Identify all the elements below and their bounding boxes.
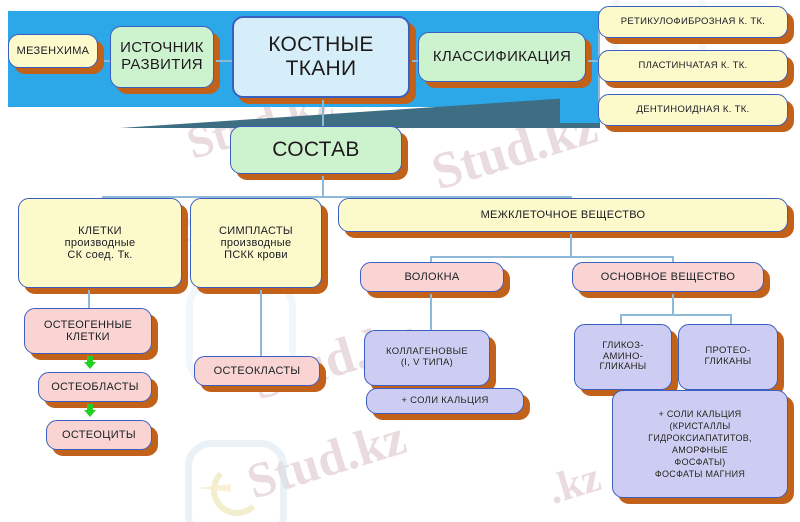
node-calcium-salts[interactable]: + СОЛИ КАЛЬЦИЯ	[366, 388, 524, 414]
node-intercellular-substance[interactable]: МЕЖКЛЕТОЧНОЕ ВЕЩЕСТВО	[338, 198, 788, 232]
node-classification[interactable]: КЛАССИФИКАЦИЯ	[418, 32, 586, 82]
node-label-line3: СК соед. Тк.	[67, 249, 133, 262]
connector	[430, 256, 672, 258]
connector	[102, 196, 572, 198]
connector	[216, 60, 238, 62]
node-composition[interactable]: СОСТАВ	[230, 126, 402, 174]
node-label: ОСТЕОБЛАСТЫ	[51, 380, 139, 393]
node-fibers[interactable]: ВОЛОКНА	[360, 262, 504, 292]
node-type-reticulofibrous[interactable]: РЕТИКУЛОФИБРОЗНАЯ К. ТК.	[598, 6, 788, 38]
node-osteocytes[interactable]: ОСТЕОЦИТЫ	[46, 420, 152, 450]
node-cells[interactable]: КЛЕТКИ производные СК соед. Тк.	[18, 198, 182, 288]
node-glycosaminoglycans[interactable]: ГЛИКОЗ- АМИНО- ГЛИКАНЫ	[574, 324, 672, 390]
node-symplasts[interactable]: СИМПЛАСТЫ производные ПСКК крови	[190, 198, 322, 288]
node-proteoglycans[interactable]: ПРОТЕО- ГЛИКАНЫ	[678, 324, 778, 390]
node-bone-tissues-root[interactable]: КОСТНЫЕ ТКАНИ	[232, 16, 410, 98]
node-label-line1: КОСТНЫЕ	[268, 33, 374, 57]
node-type-dentinoid[interactable]: ДЕНТИНОИДНАЯ К. ТК.	[598, 94, 788, 126]
watermark-logo-icon	[185, 440, 287, 522]
node-label-line1: ИСТОЧНИК	[120, 39, 204, 57]
node-label: КЛАССИФИКАЦИЯ	[432, 47, 572, 65]
node-label: ДЕНТИНОИДНАЯ К. ТК.	[636, 103, 750, 115]
node-label: ОСТЕОЦИТЫ	[62, 428, 136, 441]
connector	[260, 290, 262, 362]
connector	[322, 176, 324, 196]
node-label-line2: АМИНО-	[602, 350, 644, 362]
node-osteoclasts[interactable]: ОСТЕОКЛАСТЫ	[194, 356, 320, 386]
node-label: СОСТАВ	[272, 138, 360, 162]
watermark-text: .kz	[542, 454, 607, 514]
node-osteogenic-cells[interactable]: ОСТЕОГЕННЫЕ КЛЕТКИ	[24, 308, 152, 354]
node-label: МЕЖКЛЕТОЧНОЕ ВЕЩЕСТВО	[480, 208, 646, 221]
node-label-line1: СИМПЛАСТЫ	[219, 224, 293, 237]
node-label-line2: ТКАНИ	[285, 57, 357, 80]
node-label-line3: ГИДРОКСИАПАТИТОВ,	[648, 432, 752, 443]
node-mesenchyme[interactable]: МЕЗЕНХИМА	[8, 34, 98, 68]
node-label: + СОЛИ КАЛЬЦИЯ	[401, 394, 489, 406]
node-collagen-fibers[interactable]: КОЛЛАГЕНОВЫЕ (I, V ТИПА)	[364, 330, 490, 386]
connector	[322, 100, 324, 126]
node-label-line2: РАЗВИТИЯ	[121, 56, 203, 73]
node-label-line2: (I, V ТИПА)	[400, 357, 454, 368]
node-label-line2: КЛЕТКИ	[66, 331, 110, 343]
node-label-line2: (КРИСТАЛЛЫ	[669, 420, 731, 431]
node-label-line1: ОСТЕОГЕННЫЕ	[43, 318, 133, 331]
down-arrow-icon	[84, 404, 96, 418]
node-label-line3: ПСКК крови	[224, 249, 288, 262]
node-label-line1: КЛЕТКИ	[78, 224, 122, 237]
node-label-line1: + СОЛИ КАЛЬЦИЯ	[658, 408, 742, 419]
node-label: РЕТИКУЛОФИБРОЗНАЯ К. ТК.	[620, 15, 766, 27]
watermark-bird-icon	[197, 462, 263, 516]
node-label-line5: ФОСФАТЫ)	[674, 457, 726, 468]
watermark-text: Stud.kz	[240, 408, 413, 510]
node-source-of-development[interactable]: ИСТОЧНИК РАЗВИТИЯ	[110, 26, 214, 88]
node-label: ПЛАСТИНЧАТАЯ К. ТК.	[638, 59, 748, 71]
down-arrow-icon	[84, 356, 96, 370]
node-label-line1: КОЛЛАГЕНОВЫЕ	[386, 346, 468, 358]
connector	[672, 294, 674, 314]
node-label: ОСНОВНОЕ ВЕЩЕСТВО	[600, 270, 736, 283]
node-label-line3: ГЛИКАНЫ	[599, 361, 647, 373]
node-mineral-salts[interactable]: + СОЛИ КАЛЬЦИЯ (КРИСТАЛЛЫ ГИДРОКСИАПАТИТ…	[612, 390, 788, 498]
node-label-line2: производные	[220, 236, 292, 249]
node-osteoblasts[interactable]: ОСТЕОБЛАСТЫ	[38, 372, 152, 402]
connector	[88, 290, 90, 314]
node-ground-substance[interactable]: ОСНОВНОЕ ВЕЩЕСТВО	[572, 262, 764, 292]
node-label-line2: производные	[64, 236, 136, 249]
node-label: ОСТЕОКЛАСТЫ	[213, 364, 301, 377]
connector	[430, 294, 432, 336]
connector	[570, 234, 572, 256]
node-label-line1: ПРОТЕО-	[705, 345, 751, 357]
connector	[588, 60, 600, 62]
node-label: ВОЛОКНА	[404, 270, 460, 283]
connector	[620, 314, 730, 316]
node-label-line6: ФОСФАТЫ МАГНИЯ	[654, 469, 746, 480]
node-label-line4: АМОРФНЫЕ	[671, 445, 729, 455]
connector	[620, 314, 622, 328]
node-label-line1: ГЛИКОЗ-	[602, 340, 644, 352]
node-label: МЕЗЕНХИМА	[16, 44, 90, 57]
connector	[730, 314, 732, 328]
node-type-lamellar[interactable]: ПЛАСТИНЧАТАЯ К. ТК.	[598, 50, 788, 82]
node-label-line2: ГЛИКАНЫ	[704, 356, 752, 367]
